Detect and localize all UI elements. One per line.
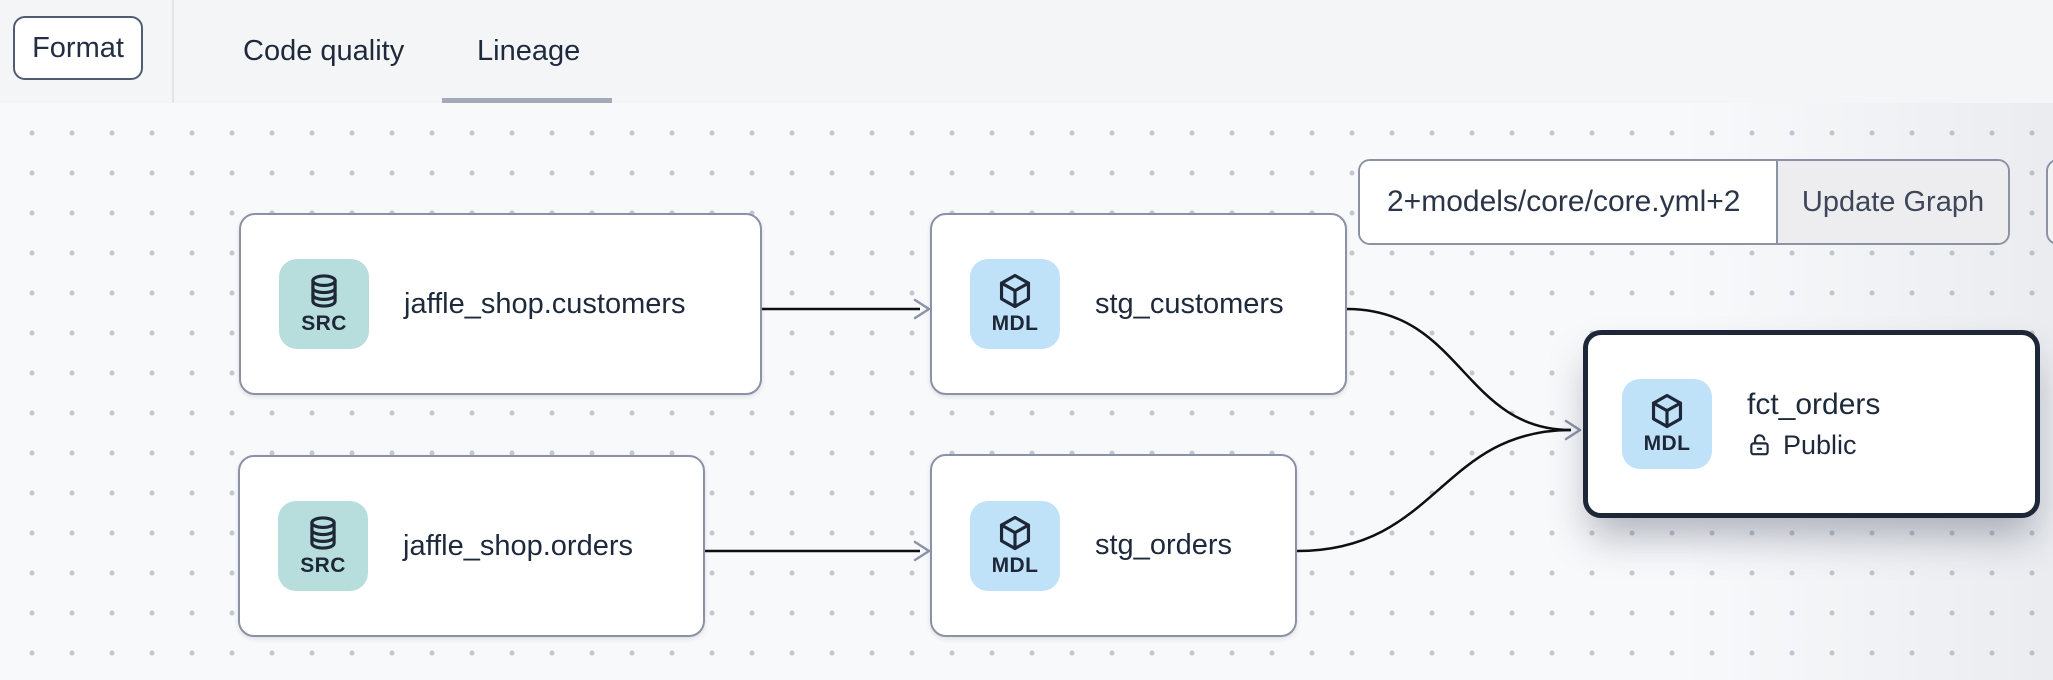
- tab-lineage[interactable]: Lineage: [477, 35, 581, 67]
- badge-label: SRC: [301, 312, 347, 335]
- selector-input[interactable]: [1360, 161, 1776, 243]
- graph-selector-toolbar: Update Graph: [1358, 159, 2010, 245]
- update-graph-button[interactable]: Update Graph: [1776, 161, 2008, 243]
- cube-icon: [999, 515, 1031, 550]
- node-label: stg_customers: [1095, 287, 1284, 320]
- database-icon: [311, 274, 337, 308]
- format-button[interactable]: Format: [13, 16, 143, 80]
- model-badge: MDL: [970, 259, 1060, 349]
- model-badge: MDL: [970, 500, 1060, 591]
- node-label: jaffle_shop.orders: [403, 529, 634, 562]
- badge-label: MDL: [991, 312, 1039, 335]
- model-badge: MDL: [1622, 379, 1712, 469]
- node-jaffle-shop-orders[interactable]: SRC jaffle_shop.orders: [238, 455, 705, 637]
- header-divider: [172, 0, 174, 103]
- source-badge: SRC: [278, 501, 368, 591]
- node-jaffle-shop-customers[interactable]: SRC jaffle_shop.customers: [239, 213, 762, 395]
- node-label: jaffle_shop.customers: [404, 287, 686, 320]
- badge-label: MDL: [1643, 432, 1691, 455]
- cube-icon: [999, 273, 1031, 309]
- lock-open-icon: [1750, 434, 1769, 456]
- tab-code-quality[interactable]: Code quality: [243, 35, 405, 67]
- node-fct-orders[interactable]: MDL fct_orders Public: [1583, 330, 2040, 518]
- badge-label: MDL: [991, 553, 1039, 577]
- cube-icon: [1651, 393, 1683, 429]
- node-stg-orders[interactable]: MDL stg_orders: [930, 454, 1297, 637]
- panel-header: Format Code quality Lineage: [0, 0, 2053, 103]
- active-tab-underline: [442, 98, 612, 103]
- node-label: fct_orders: [1747, 387, 1881, 421]
- toolbar-extra-button[interactable]: [2046, 159, 2053, 245]
- badge-label: SRC: [300, 554, 346, 577]
- node-stg-customers[interactable]: MDL stg_customers: [930, 213, 1347, 395]
- access-row: Public: [1747, 430, 1880, 461]
- database-icon: [310, 516, 336, 550]
- source-badge: SRC: [279, 259, 369, 349]
- node-label: stg_orders: [1095, 529, 1233, 561]
- access-label: Public: [1783, 429, 1857, 460]
